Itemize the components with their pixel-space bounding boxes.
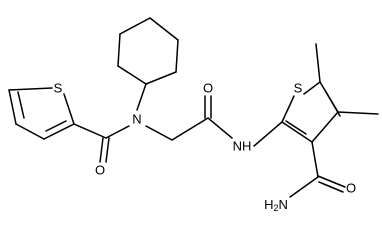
bond: [45, 120, 67, 132]
bond: [63, 93, 75, 125]
bond: [303, 81, 321, 95]
bond: [8, 89, 17, 125]
amino-group-label: H2N: [264, 197, 288, 214]
oxygen-atom-left: O: [95, 163, 105, 178]
amino-subscript: 2: [273, 203, 278, 213]
bond: [119, 17, 151, 35]
bond: [117, 65, 147, 85]
bond: [285, 120, 307, 135]
bond: [145, 125, 173, 141]
oxygen-atom-right: O: [346, 181, 356, 196]
bond: [149, 17, 179, 41]
bond: [15, 123, 45, 140]
oxygen-atom-middle: O: [203, 81, 213, 96]
nitrogen-atom-amide: N: [132, 112, 141, 127]
bond: [253, 121, 283, 147]
bond: [175, 39, 179, 73]
bond: [281, 121, 313, 143]
bond: [117, 33, 121, 67]
bond-layer: [8, 17, 379, 198]
bond: [171, 117, 209, 141]
amino-h: H: [264, 197, 273, 212]
sulfur-atom-right: S: [294, 81, 303, 96]
bond: [99, 137, 104, 163]
chemical-structure-diagram: S N O O NH S O H2N: [8, 17, 379, 214]
bond: [315, 43, 321, 83]
bond: [318, 181, 344, 193]
bond: [73, 123, 107, 139]
amino-n: N: [279, 197, 288, 212]
bond: [317, 175, 346, 188]
bond: [17, 91, 25, 119]
bond: [43, 123, 75, 140]
bond: [145, 71, 177, 85]
bond: [289, 176, 319, 198]
bond: [136, 83, 147, 111]
bond: [105, 125, 130, 139]
bond: [311, 141, 319, 178]
bond: [311, 111, 339, 143]
bond: [8, 87, 53, 91]
atom-label-layer: S N O O NH S O H2N: [54, 81, 356, 214]
nh-group: NH: [233, 139, 252, 154]
bond: [281, 95, 295, 123]
sulfur-atom-left: S: [54, 81, 63, 96]
bond: [337, 111, 379, 115]
bond: [105, 137, 110, 163]
bond: [207, 117, 233, 139]
